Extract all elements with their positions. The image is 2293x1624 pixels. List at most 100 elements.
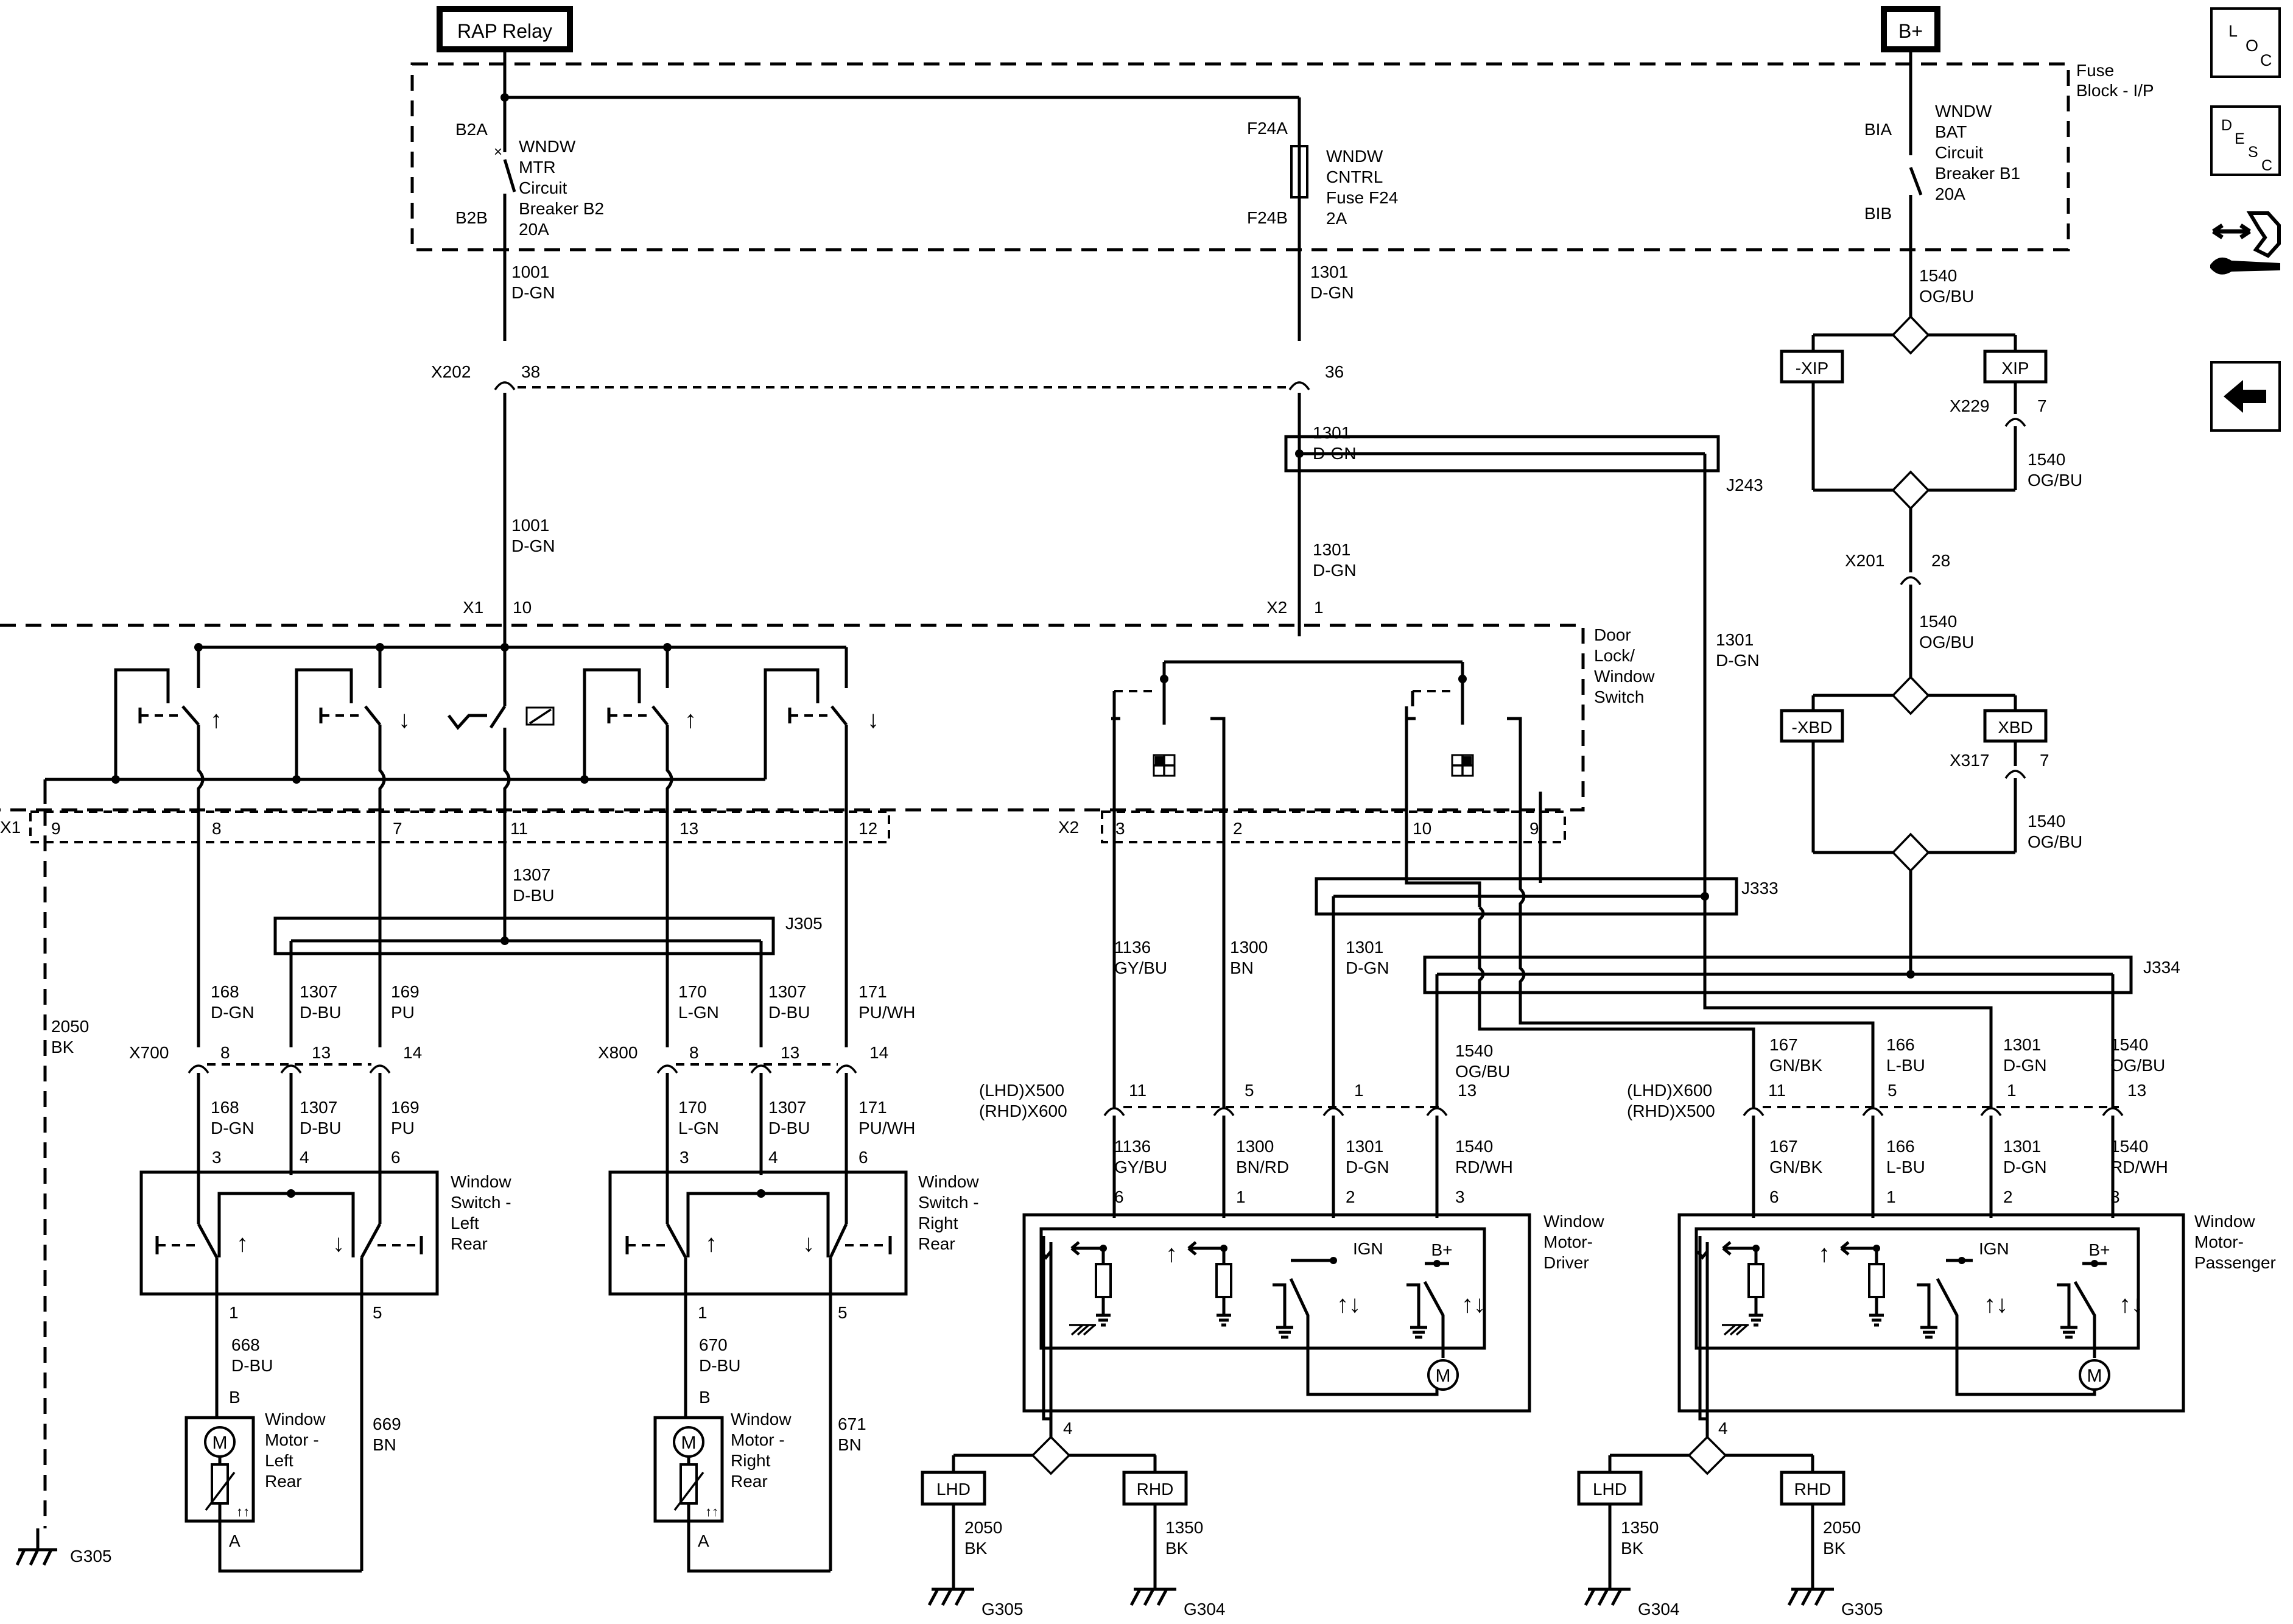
svg-text:X700: X700 <box>129 1043 169 1062</box>
svg-text:↑↓: ↑↓ <box>1336 1291 1361 1318</box>
connector-tool-icon[interactable] <box>2210 211 2281 275</box>
svg-text:↑: ↑ <box>210 706 222 733</box>
svg-text:1350: 1350 <box>1165 1518 1203 1537</box>
svg-text:1307: 1307 <box>300 982 337 1001</box>
svg-text:D-GN: D-GN <box>1716 651 1760 670</box>
loc-button[interactable]: L O C <box>2210 7 2281 78</box>
svg-text:D-GN: D-GN <box>511 536 555 555</box>
svg-text:3: 3 <box>1455 1187 1465 1206</box>
svg-text:2050: 2050 <box>964 1518 1002 1537</box>
svg-text:PU/WH: PU/WH <box>859 1119 915 1137</box>
svg-text:D-BU: D-BU <box>231 1356 273 1375</box>
svg-text:O: O <box>2246 37 2258 55</box>
svg-text:B+: B+ <box>1431 1240 1452 1259</box>
svg-text:D-BU: D-BU <box>699 1356 740 1375</box>
svg-text:14: 14 <box>869 1043 888 1062</box>
svg-text:IGN: IGN <box>1353 1239 1383 1258</box>
svg-text:J334: J334 <box>2143 958 2180 977</box>
svg-text:GN/BK: GN/BK <box>1769 1158 1822 1176</box>
svg-text:S: S <box>2248 144 2258 161</box>
svg-text:2A: 2A <box>1326 209 1347 228</box>
svg-text:Driver: Driver <box>1543 1253 1589 1272</box>
svg-text:M: M <box>1436 1366 1451 1386</box>
svg-text:13: 13 <box>2127 1081 2146 1100</box>
svg-text:A: A <box>229 1531 241 1550</box>
svg-text:3: 3 <box>212 1148 222 1167</box>
connector-x800: X800 8 13 14 <box>598 1043 888 1074</box>
svg-text:↑: ↑ <box>236 1230 248 1257</box>
svg-text:Motor -: Motor - <box>731 1430 785 1449</box>
svg-text:3: 3 <box>679 1148 689 1167</box>
svg-text:G304: G304 <box>1184 1600 1226 1619</box>
connector-x700: X700 8 13 14 <box>129 1043 422 1074</box>
svg-text:OG/BU: OG/BU <box>1455 1062 1510 1081</box>
xip-branch: -XIP XIP X229 7 1540 OG/BU X201 28 1540 … <box>1780 315 2082 677</box>
svg-text:X1: X1 <box>463 598 483 617</box>
svg-text:Window: Window <box>451 1172 511 1191</box>
svg-text:L-GN: L-GN <box>678 1119 719 1137</box>
svg-text:1540: 1540 <box>1455 1137 1493 1156</box>
svg-text:↓: ↓ <box>867 706 879 733</box>
svg-text:WNDW: WNDW <box>1326 147 1383 166</box>
svg-text:1301: 1301 <box>2003 1035 2041 1054</box>
svg-text:1: 1 <box>229 1303 239 1322</box>
svg-text:BIA: BIA <box>1864 120 1892 139</box>
svg-text:1301: 1301 <box>2003 1137 2041 1156</box>
svg-text:XIP: XIP <box>2001 359 2029 378</box>
svg-text:BK: BK <box>1621 1539 1644 1558</box>
svg-text:Switch -: Switch - <box>918 1193 979 1212</box>
svg-text:4: 4 <box>1718 1419 1728 1438</box>
svg-text:↓: ↓ <box>398 706 410 733</box>
svg-text:1540: 1540 <box>1455 1041 1493 1060</box>
arrow-left-icon <box>2224 380 2266 413</box>
svg-text:↑: ↑ <box>705 1230 717 1257</box>
svg-text:2: 2 <box>1233 819 1243 838</box>
fuse-f24: F24A F24B WNDW CNTRL Fuse F24 2A <box>1247 119 1398 341</box>
svg-text:Window: Window <box>2194 1212 2255 1231</box>
svg-text:1: 1 <box>2007 1081 2017 1100</box>
door-lock-window-switch: Door Lock/ Window Switch <box>0 624 1655 812</box>
svg-text:168: 168 <box>211 1098 239 1117</box>
svg-text:Breaker B2: Breaker B2 <box>519 199 604 218</box>
svg-text:BK: BK <box>964 1539 988 1558</box>
svg-text:5: 5 <box>1887 1081 1897 1100</box>
svg-text:BN: BN <box>1230 958 1254 977</box>
svg-text:1301: 1301 <box>1313 423 1350 442</box>
bplus-tag[interactable]: B+ <box>1881 6 1940 52</box>
connector-x202: X202 38 36 <box>431 362 1344 391</box>
svg-text:B+: B+ <box>1898 20 1923 42</box>
desc-button[interactable]: D E S C <box>2210 105 2281 176</box>
svg-text:1307: 1307 <box>768 1098 806 1117</box>
svg-text:Rear: Rear <box>451 1234 488 1253</box>
svg-text:166: 166 <box>1886 1035 1915 1054</box>
svg-text:×: × <box>494 144 502 160</box>
back-button[interactable] <box>2210 361 2281 432</box>
svg-text:2050: 2050 <box>1823 1518 1861 1537</box>
svg-text:M: M <box>681 1433 697 1453</box>
svg-text:PU: PU <box>391 1003 415 1022</box>
svg-text:Motor -: Motor - <box>265 1430 319 1449</box>
svg-text:7: 7 <box>2040 751 2049 770</box>
driver-ground-tree: LHD RHD 2050 BK 1350 BK G305 G304 <box>921 1419 1226 1619</box>
window-motor-driver: 6 1 2 3 Window Motor- Driver ↑ IGN ↑↓ B+ <box>1022 1187 1604 1438</box>
svg-text:3: 3 <box>2110 1187 2120 1206</box>
svg-text:↑↓: ↑↓ <box>2119 1291 2143 1318</box>
svg-text:BAT: BAT <box>1935 122 1967 141</box>
svg-text:671: 671 <box>838 1415 866 1433</box>
svg-text:Circuit: Circuit <box>519 178 567 197</box>
connector-x1-bottom: X1 9 8 7 11 13 12 <box>0 810 890 843</box>
svg-text:GY/BU: GY/BU <box>1114 1158 1167 1176</box>
svg-text:D-GN: D-GN <box>2003 1056 2047 1075</box>
svg-text:OG/BU: OG/BU <box>2110 1056 2165 1075</box>
svg-text:8: 8 <box>212 819 222 838</box>
svg-text:10: 10 <box>513 598 532 617</box>
svg-text:B2A: B2A <box>455 120 488 139</box>
svg-text:7: 7 <box>2037 396 2047 415</box>
svg-text:20A: 20A <box>1935 185 1965 203</box>
svg-text:3: 3 <box>1115 819 1125 838</box>
svg-text:BK: BK <box>51 1038 74 1056</box>
svg-text:RAP Relay: RAP Relay <box>457 20 552 42</box>
rap-relay-tag[interactable]: RAP Relay <box>437 6 573 52</box>
svg-text:OG/BU: OG/BU <box>2028 471 2082 490</box>
svg-text:2: 2 <box>1346 1187 1355 1206</box>
